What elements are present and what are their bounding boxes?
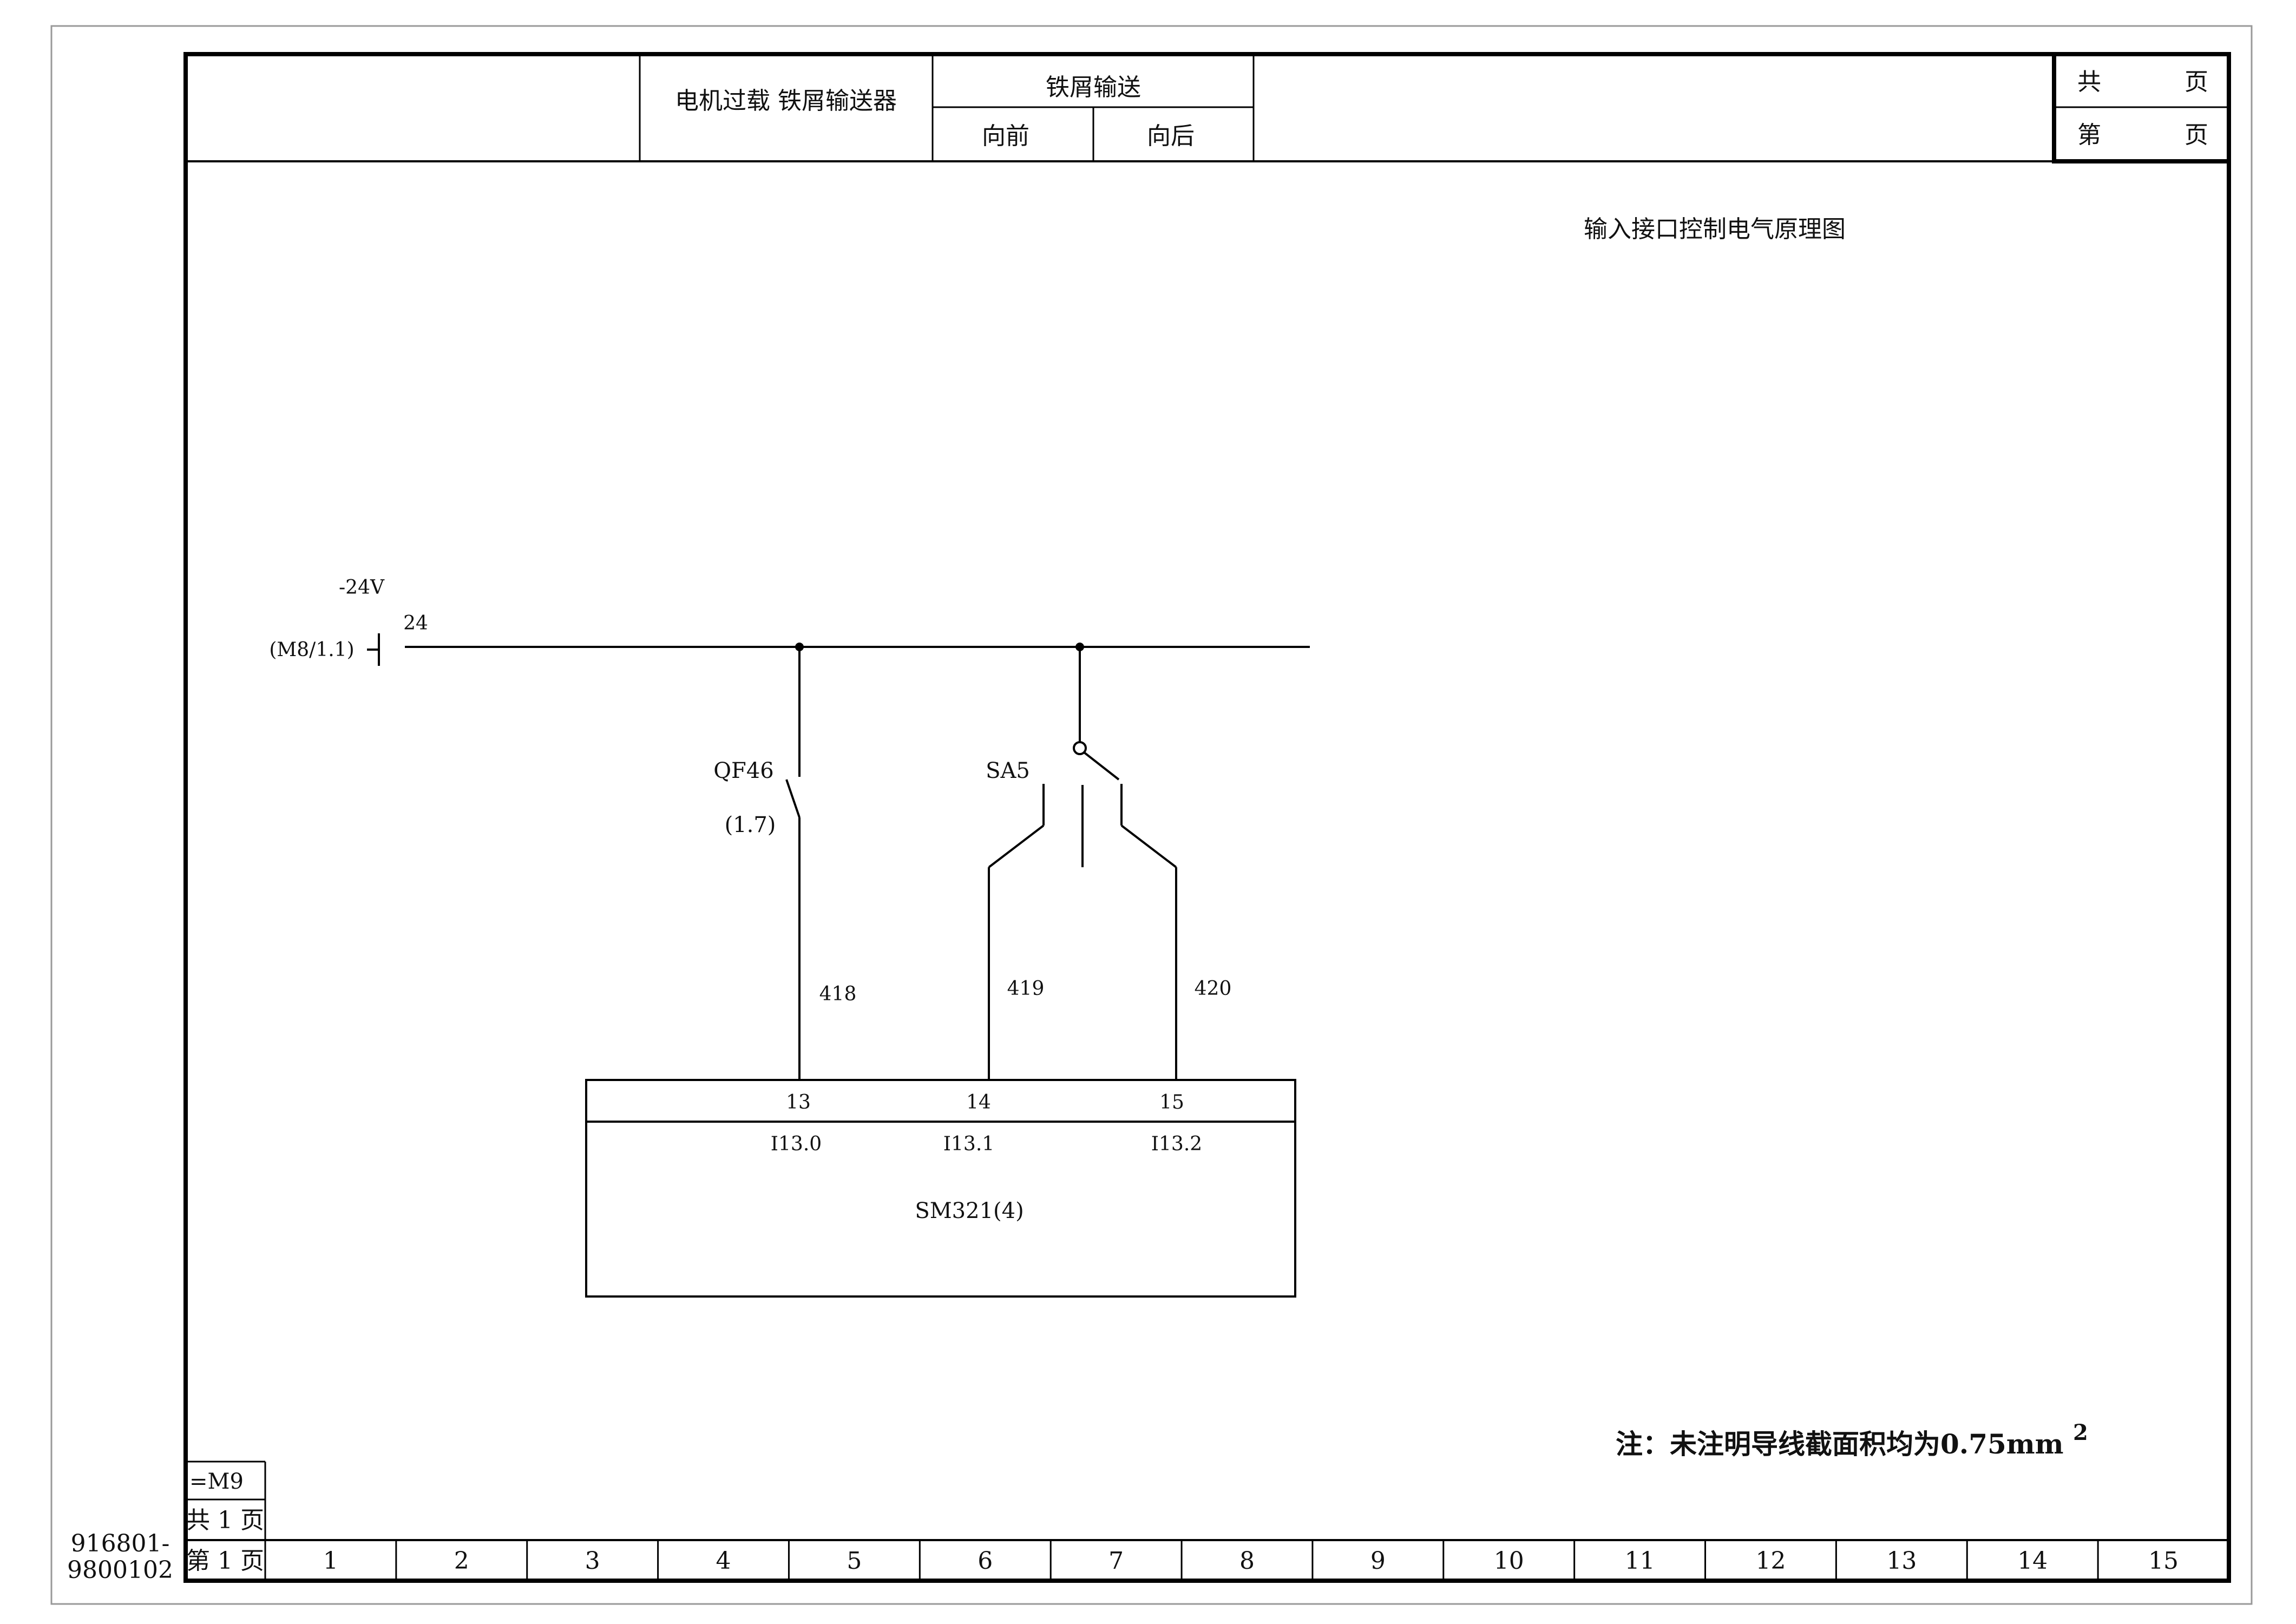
drawing-number-line2: 9800102 bbox=[67, 1556, 173, 1584]
wire-gauge-note: 注：未注明导线截面积均为0.75mm bbox=[1616, 1428, 2064, 1460]
sa5-tag: SA5 bbox=[986, 758, 1030, 783]
terminal-number: 15 bbox=[1159, 1091, 1184, 1114]
header-forward-label: 向前 bbox=[982, 122, 1029, 150]
input-address: I13.0 bbox=[771, 1133, 822, 1155]
column-number: 3 bbox=[585, 1547, 600, 1575]
column-number: 9 bbox=[1370, 1547, 1386, 1575]
header-total-unit: 页 bbox=[2185, 68, 2208, 96]
terminal-number: 13 bbox=[786, 1091, 811, 1114]
column-number: 14 bbox=[2017, 1547, 2048, 1575]
supply-voltage-label: -24V bbox=[339, 577, 385, 599]
column-number: 8 bbox=[1239, 1547, 1255, 1575]
drawing-frame bbox=[183, 52, 2231, 1583]
qf46-tag: QF46 bbox=[713, 758, 773, 783]
module-name: SM321(4) bbox=[915, 1199, 1024, 1223]
location-code: =M9 bbox=[189, 1469, 244, 1494]
header-page-unit: 页 bbox=[2185, 121, 2208, 149]
header-description: 电机过载 铁屑输送器 bbox=[675, 87, 897, 115]
corner-page-number: 第 1 页 bbox=[186, 1547, 264, 1575]
wire-gauge-note-superscript: 2 bbox=[2073, 1420, 2088, 1445]
column-number: 4 bbox=[716, 1547, 731, 1575]
outer-frame bbox=[50, 25, 2253, 1605]
qf46-breaker-contact bbox=[785, 647, 801, 1080]
drawing-title: 输入接口控制电气原理图 bbox=[1584, 215, 1846, 243]
corner-total-pages: 共 1 页 bbox=[186, 1507, 264, 1534]
column-number: 7 bbox=[1108, 1547, 1124, 1575]
wire-number-420: 420 bbox=[1195, 978, 1232, 1000]
supply-terminal-symbol bbox=[367, 633, 380, 666]
header-page-label: 第 bbox=[2077, 121, 2101, 149]
column-number: 12 bbox=[1755, 1547, 1786, 1575]
header-total-label: 共 bbox=[2077, 68, 2101, 96]
supply-wire-number: 24 bbox=[403, 612, 428, 634]
input-address: I13.2 bbox=[1151, 1133, 1202, 1155]
sa5-selector-switch bbox=[988, 647, 1177, 1080]
wire-number-418: 418 bbox=[819, 983, 857, 1005]
column-number: 5 bbox=[847, 1547, 862, 1575]
column-number: 10 bbox=[1494, 1547, 1524, 1575]
input-address: I13.1 bbox=[943, 1133, 994, 1155]
qf46-reference: (1.7) bbox=[725, 813, 776, 837]
wire-number-419: 419 bbox=[1007, 978, 1045, 1000]
header-backward-label: 向后 bbox=[1147, 122, 1195, 150]
column-number: 1 bbox=[323, 1547, 338, 1575]
column-number: 6 bbox=[978, 1547, 993, 1575]
header-group-title: 铁屑输送 bbox=[1046, 74, 1141, 101]
title-block bbox=[186, 52, 2231, 163]
drawing-number-line1: 916801- bbox=[71, 1530, 170, 1557]
column-number: 15 bbox=[2148, 1547, 2179, 1575]
terminal-number: 14 bbox=[966, 1091, 991, 1114]
sm321-module-box bbox=[585, 1079, 1296, 1298]
column-number: 11 bbox=[1625, 1547, 1655, 1575]
supply-reference-label: (M8/1.1) bbox=[269, 639, 354, 661]
column-number: 2 bbox=[454, 1547, 469, 1575]
column-number: 13 bbox=[1886, 1547, 1917, 1575]
